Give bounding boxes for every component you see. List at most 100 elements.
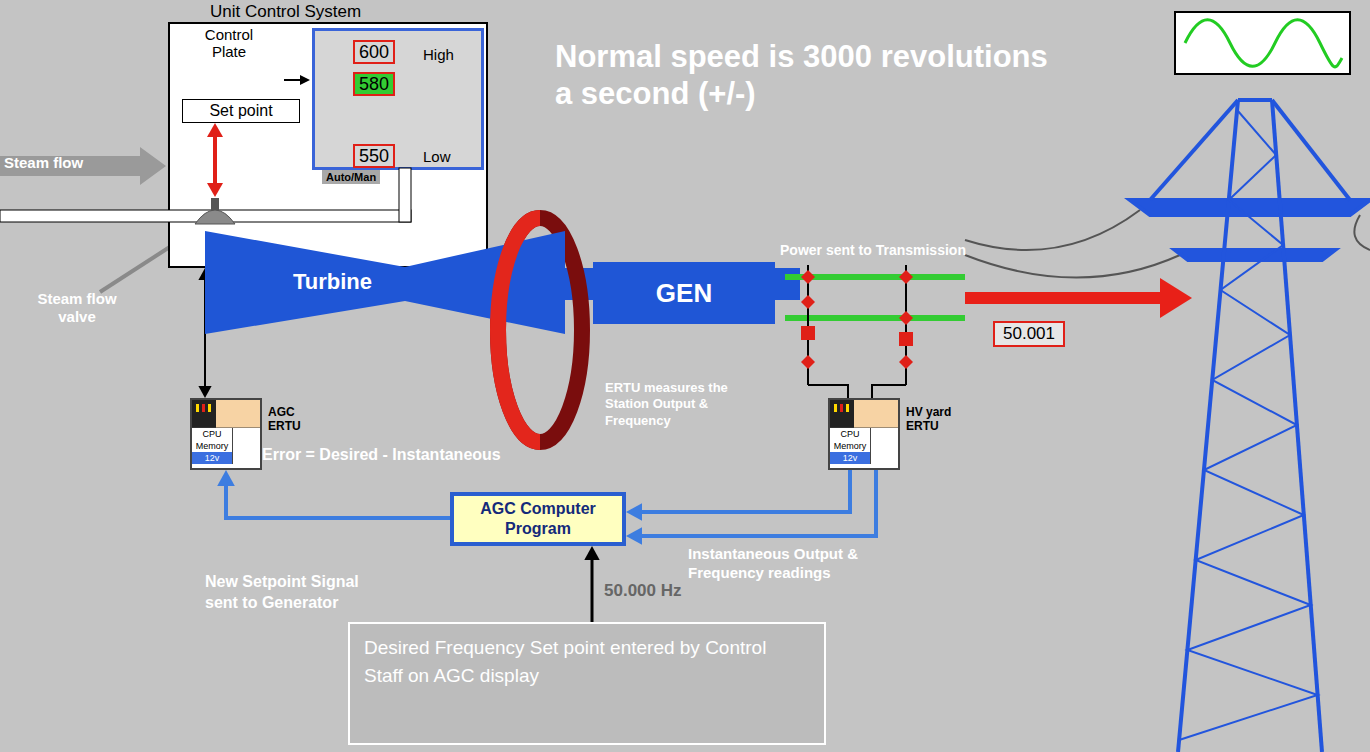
node-text: 50.001 — [1003, 324, 1055, 344]
ertu-device — [834, 404, 837, 412]
hv-yard-busbars — [899, 311, 913, 325]
power-lines — [1354, 215, 1370, 250]
node-text: GEN — [656, 278, 712, 309]
edge-label: 50.000 Hz — [604, 581, 682, 601]
node-text: HV yard ERTU — [906, 406, 954, 434]
signal-connector — [626, 470, 876, 545]
ertu-device — [208, 404, 211, 412]
node-text: CPU — [830, 428, 871, 440]
signal-connector — [591, 559, 594, 622]
node-text: AGC Computer Program — [462, 499, 614, 539]
node-text: Memory — [830, 440, 871, 452]
agc-program-box: AGC Computer Program — [450, 492, 626, 546]
ertu-device — [196, 404, 199, 412]
signal-connector — [217, 470, 450, 518]
ertu-device — [840, 404, 843, 412]
annotation-label: Steam flow valve — [22, 290, 132, 326]
hv-yard-busbars — [785, 265, 965, 398]
turbine-shape: Turbine — [205, 225, 565, 340]
node-text: 12v — [192, 452, 233, 464]
transmission-tower — [1130, 200, 1370, 215]
annotation-label: ERTU measures the Station Output & Frequ… — [605, 380, 740, 429]
signal-connector — [641, 470, 850, 512]
node-text: Desired Frequency Set point entered by C… — [364, 634, 810, 689]
hv-yard-busbars — [801, 295, 815, 309]
steam-flow-arrow — [0, 147, 166, 185]
power-arrow — [1160, 278, 1192, 318]
hv-yard-busbars — [808, 385, 848, 398]
annotation-label: New Setpoint Signal sent to Generator — [205, 572, 360, 614]
ertu-device — [192, 400, 216, 428]
generator-box: GEN — [593, 262, 775, 324]
hv-yard-busbars — [899, 270, 913, 284]
signal-connector — [217, 470, 235, 486]
hv-yard-busbars — [801, 326, 815, 340]
frequency-value-box: 50.001 — [993, 321, 1065, 347]
steam-flow-arrow — [0, 147, 166, 185]
signal-connector — [626, 470, 850, 521]
ertu-device — [216, 400, 260, 428]
hv-yard-busbars — [785, 315, 965, 321]
annotation-label: Steam flow — [4, 154, 83, 171]
transmission-tower — [1178, 100, 1238, 752]
control-system-box: Unit Control SystemControl PlateSet poin… — [168, 22, 488, 268]
ertu-device: HV yard ERTUCPUMemory12v — [828, 398, 900, 470]
frequency-display — [1175, 12, 1350, 74]
ertu-device — [202, 404, 205, 412]
signal-connector — [198, 386, 211, 398]
ertu-device — [854, 400, 898, 428]
ertu-device — [846, 404, 849, 412]
node-text: Memory — [192, 440, 233, 452]
node-text: Unit Control System — [210, 2, 361, 22]
transmission-tower — [1150, 100, 1238, 200]
node-text: Low — [423, 148, 451, 165]
power-lines — [965, 255, 1180, 278]
node-text: 12v — [830, 452, 871, 464]
node-text: 550 — [359, 146, 389, 167]
signal-connector — [626, 527, 642, 545]
annotation-label: Error = Desired - Instantaneous — [262, 446, 501, 464]
hv-yard-busbars — [801, 355, 815, 369]
transmission-tower — [1179, 110, 1318, 740]
node-text: Turbine — [293, 269, 372, 295]
turbine-shape — [205, 231, 565, 334]
power-lines — [965, 210, 1140, 250]
annotation-label: Auto/Man — [322, 170, 380, 184]
hv-yard-busbars — [899, 332, 913, 346]
power-lines — [965, 210, 1370, 278]
node-text: AGC ERTU — [268, 406, 312, 434]
power-arrow — [965, 292, 1162, 304]
node-text: High — [423, 46, 454, 63]
transmission-tower — [1272, 100, 1350, 200]
hv-yard-busbars — [801, 270, 913, 369]
annotation-label: Instantaneous Output & Frequency reading… — [688, 545, 893, 583]
setpoint-value: 580 — [353, 72, 395, 96]
frequency-display — [1175, 12, 1350, 74]
hv-yard-busbars — [899, 355, 913, 369]
setpoint-value: 600 — [353, 40, 395, 64]
annotation-label: Power sent to Transmission — [780, 242, 966, 258]
transmission-tower — [1130, 100, 1370, 752]
hv-yard-busbars — [801, 270, 815, 284]
setpoint-box: Set point — [182, 99, 300, 123]
node-text: 600 — [359, 42, 389, 63]
frequency-display — [1185, 20, 1342, 67]
node-text: Set point — [209, 102, 272, 120]
signal-connector — [584, 546, 599, 560]
node-text: 580 — [359, 74, 389, 95]
node-text: CPU — [192, 428, 233, 440]
transmission-tower — [1175, 250, 1335, 260]
desired-frequency-box: Desired Frequency Set point entered by C… — [348, 622, 826, 745]
signal-connector — [584, 546, 599, 622]
ertu-device — [830, 400, 854, 428]
signal-connector — [626, 503, 642, 521]
signal-connector — [641, 470, 876, 536]
signal-connector — [226, 485, 450, 518]
power-arrow — [965, 278, 1192, 318]
node-text: Control Plate — [198, 26, 260, 61]
setpoint-panel: HighLow 600 580 550 — [312, 28, 484, 170]
setpoint-value: 550 — [353, 144, 395, 168]
transmission-tower — [1238, 98, 1272, 102]
hv-yard-busbars — [872, 385, 906, 398]
annotation-label: Normal speed is 3000 revolutions a secon… — [555, 38, 1055, 112]
